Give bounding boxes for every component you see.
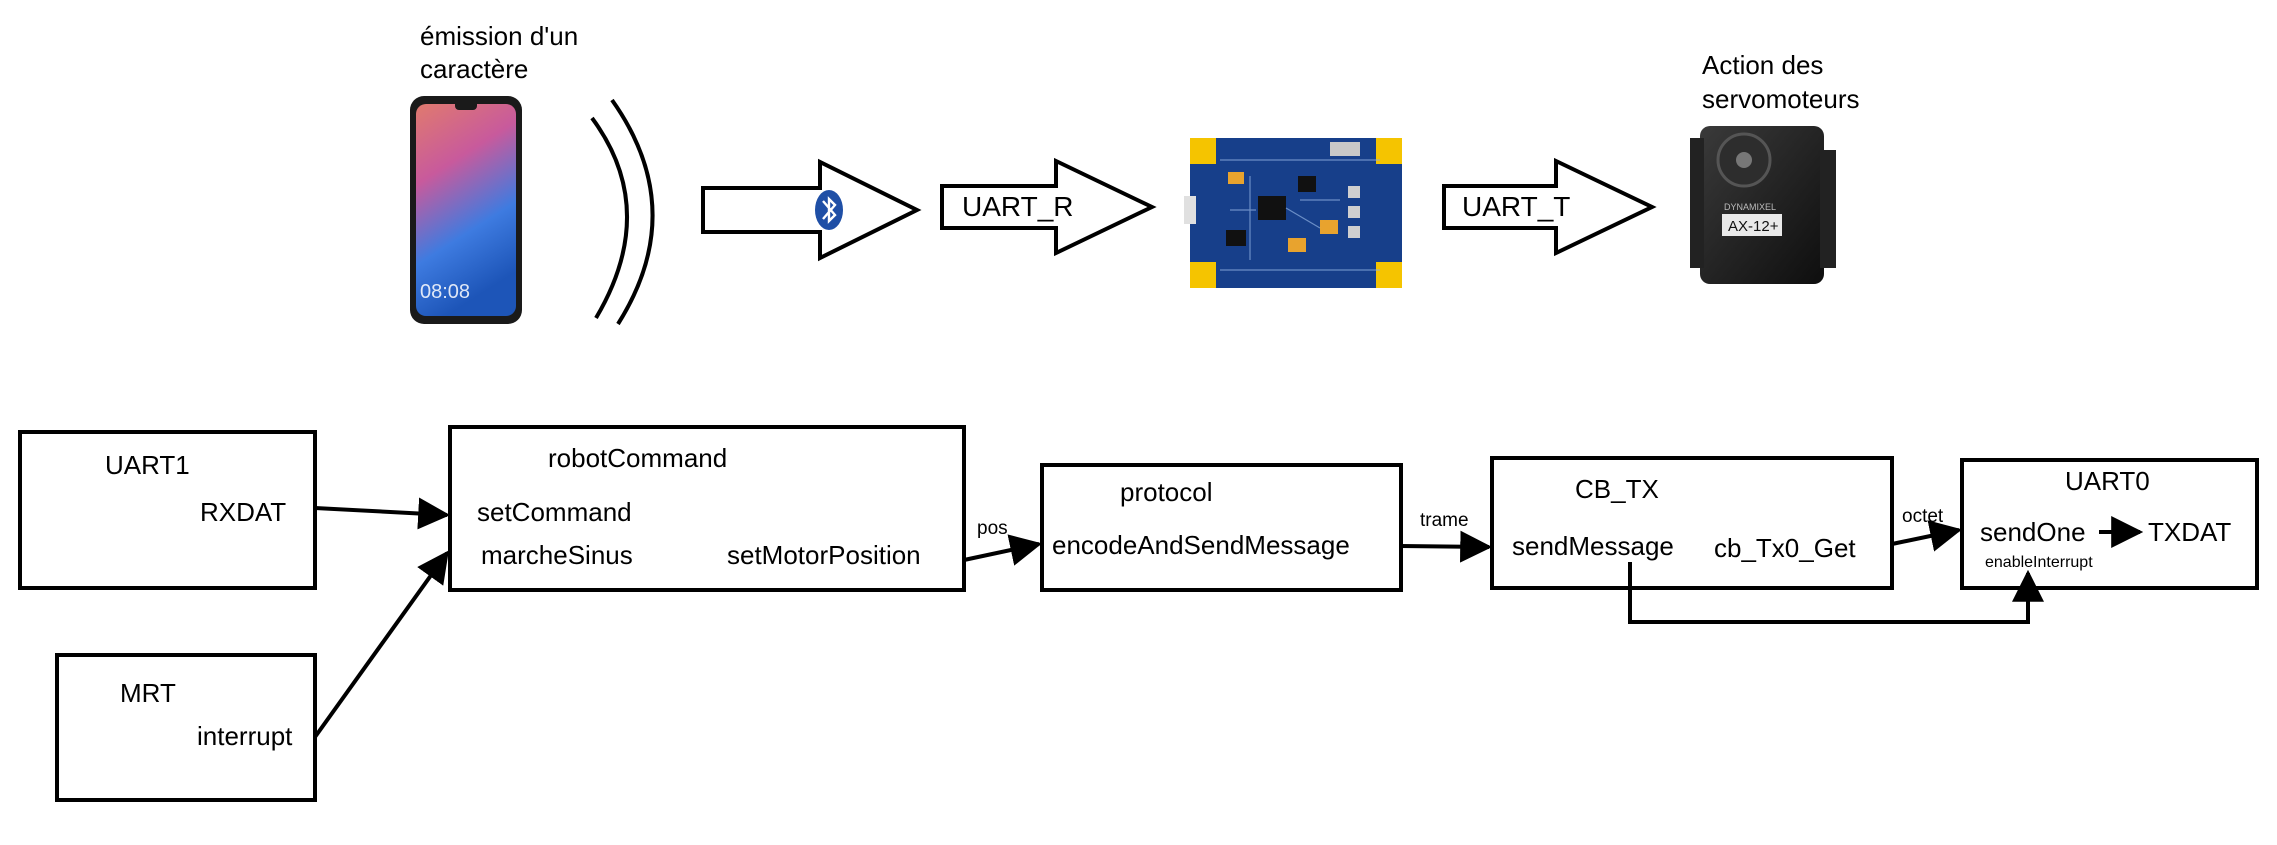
uart-r-arrow: UART_R [940,157,1157,257]
uart1-block: UART1 RXDAT [18,430,317,590]
microcontroller-board-image [1184,138,1402,288]
uart0-block: UART0 sendOne TXDAT enableInterrupt [1960,458,2259,590]
protocol-title: protocol [1120,477,1213,507]
robot-command-title: robotCommand [548,443,727,473]
cb-tx-title: CB_TX [1575,474,1659,504]
uart-r-label: UART_R [962,191,1074,222]
uart0-sendone: sendOne [1980,517,2086,547]
uart-t-arrow: UART_T [1442,157,1657,257]
servo-motor-image: AX-12+ DYNAMIXEL [1690,126,1836,284]
servo-brand-label: DYNAMIXEL [1724,202,1776,212]
uart1-rxdat: RXDAT [200,497,286,527]
servo-caption-line-2: servomoteurs [1702,84,1860,114]
servo-caption-line-1: Action des [1702,50,1823,80]
robot-command-setmotorposition: setMotorPosition [727,540,921,570]
edge-trame [1400,530,1493,563]
bluetooth-icon [815,190,843,230]
uart0-enableinterrupt: enableInterrupt [1985,554,2093,571]
uart-t-label: UART_T [1462,191,1570,222]
bluetooth-arrow [701,158,922,262]
uart0-title: UART0 [2065,466,2150,496]
mrt-title: MRT [120,678,176,708]
protocol-encodeandsendmessage: encodeAndSendMessage [1052,530,1350,560]
uart0-txdat: TXDAT [2148,517,2231,547]
edge-sendmessage-to-enableinterrupt [1628,562,2044,624]
robot-command-marchesinus: marcheSinus [481,540,633,570]
phone-caption-line-2: caractère [420,54,528,84]
phone-clock: 08:08 [420,281,470,303]
robot-command-setcommand: setCommand [477,497,632,527]
phone-caption-line-1: émission d'un [420,21,578,51]
edge-label-octet: octet [1902,506,1944,527]
mrt-block: MRT interrupt [55,653,317,802]
edge-pos [963,534,1043,566]
smartphone-image: 08:08 [410,96,522,324]
robot-command-block: robotCommand setCommand marcheSinus setM… [448,425,966,592]
signal-waves-icon [590,98,655,326]
servo-model-label: AX-12+ [1728,218,1779,235]
cb-tx-sendmessage: sendMessage [1512,531,1674,561]
protocol-block: protocol encodeAndSendMessage [1040,463,1403,592]
edge-interrupt-to-robotcommand [313,550,449,739]
cb-tx-get: cb_Tx0_Get [1714,533,1856,563]
uart1-title: UART1 [105,450,190,480]
cb-tx-block: CB_TX sendMessage cb_Tx0_Get [1490,456,1894,590]
edge-label-pos: pos [977,518,1008,539]
edge-rxdat-to-setcommand [314,497,451,530]
edge-octet [1891,520,1963,552]
edge-label-trame: trame [1420,510,1469,531]
mrt-interrupt: interrupt [197,721,293,751]
